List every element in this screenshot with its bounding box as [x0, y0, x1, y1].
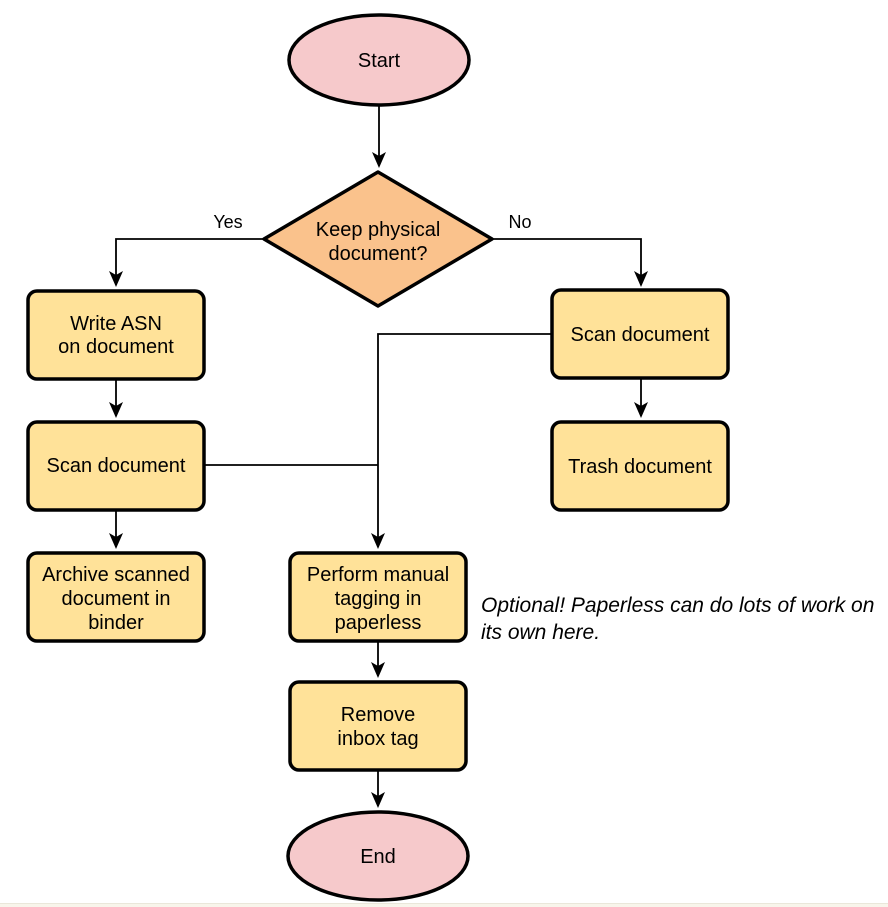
write-asn-label-line1: Write ASN: [70, 313, 162, 335]
edge-no-branch: [492, 238, 648, 287]
archive-node: [26, 551, 206, 643]
trash-document-node: [550, 420, 730, 512]
edge-yes-branch: [109, 238, 265, 287]
note-line1: Optional! Paperless can do lots of work …: [481, 594, 874, 617]
tagging-label-line3: paperless: [335, 612, 422, 634]
archive-label-line2: document in: [62, 588, 171, 610]
end-label: End: [360, 846, 396, 868]
write-asn-node: [26, 289, 206, 381]
decision-node: [262, 170, 494, 308]
trash-document-label: Trash document: [568, 456, 712, 478]
edge-merge-to-tagging: [371, 333, 552, 549]
page-bottom-edge: [0, 904, 888, 907]
decision-label-line1: Keep physical: [316, 219, 441, 241]
start-label: Start: [358, 50, 401, 72]
start-node: [287, 13, 471, 107]
archive-label-line1: Archive scanned: [42, 564, 190, 586]
remove-inbox-tag-label-line1: Remove: [341, 704, 415, 726]
page-bottom-edge-line: [0, 903, 888, 904]
yes-edge-label: Yes: [213, 212, 242, 232]
tagging-label-line1: Perform manual: [307, 564, 449, 586]
remove-inbox-tag-label-line2: inbox tag: [337, 728, 418, 750]
note-line2: its own here.: [481, 621, 600, 644]
tagging-node: [288, 551, 468, 643]
no-edge-label: No: [508, 212, 531, 232]
remove-inbox-tag-node: [288, 680, 468, 772]
scan-document-right-node: [550, 288, 730, 380]
tagging-label-line2: tagging in: [335, 588, 422, 610]
end-node: [286, 810, 470, 902]
decision-label-line2: document?: [329, 243, 428, 265]
archive-label-line3: binder: [88, 612, 144, 634]
scan-document-left-node: [26, 420, 206, 512]
scan-document-left-label: Scan document: [47, 455, 186, 477]
scan-document-right-label: Scan document: [571, 324, 710, 346]
write-asn-label-line2: on document: [58, 336, 174, 358]
